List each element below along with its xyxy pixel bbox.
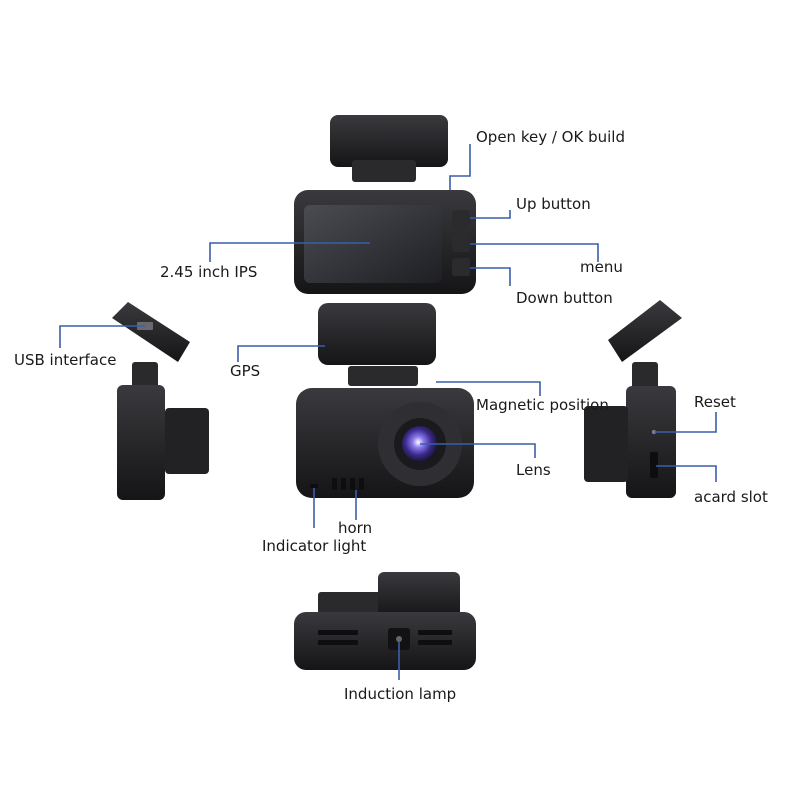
label-induction-lamp: Induction lamp	[344, 685, 457, 703]
indicator-led	[310, 484, 318, 488]
label-open-key: Open key / OK build	[476, 128, 625, 146]
up-button-shape	[452, 210, 470, 228]
bottom-view	[294, 572, 476, 670]
label-down-button: Down button	[516, 289, 613, 307]
top-mount-block	[330, 115, 448, 182]
label-lens: Lens	[516, 461, 551, 479]
card-slot	[650, 452, 658, 478]
label-gps: GPS	[230, 362, 261, 380]
label-horn: horn	[338, 519, 373, 537]
label-card-slot: acard slot	[694, 488, 768, 506]
label-magnetic-position: Magnetic position	[476, 396, 609, 414]
label-indicator-light: Indicator light	[262, 537, 367, 555]
down-button-shape	[452, 258, 470, 276]
menu-button-shape	[452, 234, 470, 252]
label-menu: menu	[580, 258, 623, 276]
left-side-view	[112, 302, 209, 500]
ips-screen	[304, 205, 442, 283]
front-screen-unit	[294, 190, 476, 294]
label-reset: Reset	[694, 393, 736, 411]
right-side-view	[584, 300, 682, 498]
label-up-button: Up button	[516, 195, 591, 213]
front-lens-unit	[296, 388, 474, 498]
label-screen: 2.45 inch IPS	[160, 263, 258, 281]
label-usb-interface: USB interface	[14, 351, 117, 369]
horn-grille	[332, 478, 364, 490]
gps-mount	[318, 303, 436, 386]
leader-lines	[59, 144, 717, 680]
